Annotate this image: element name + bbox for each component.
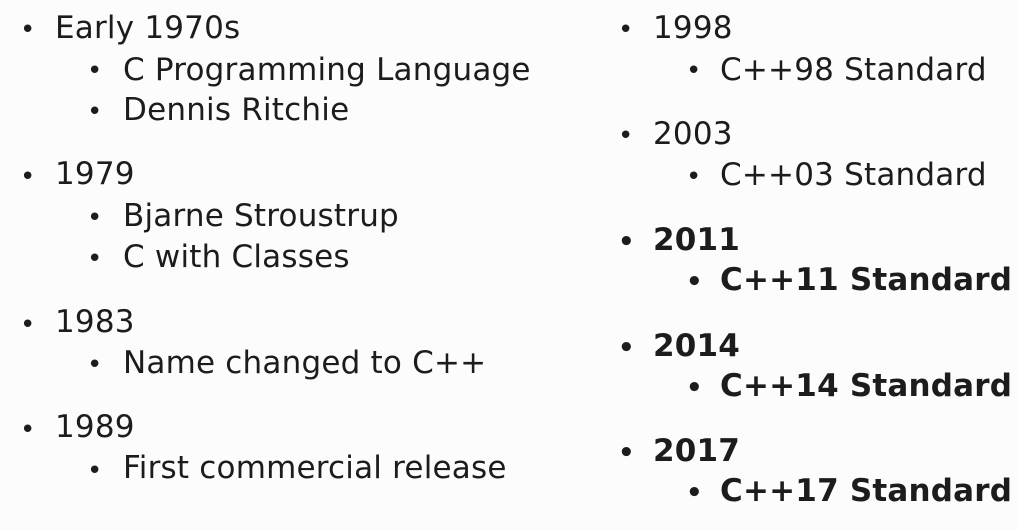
bullet-icon: • xyxy=(686,373,703,403)
bullet-icon: • xyxy=(20,310,36,340)
bullet-icon: • xyxy=(618,438,635,468)
bullet-icon: • xyxy=(87,97,103,127)
timeline-item: C++03 Standard xyxy=(720,157,987,193)
timeline-item: First commercial release xyxy=(123,450,507,486)
timeline-item: C++98 Standard xyxy=(720,52,987,88)
timeline-item: Name changed to C++ xyxy=(123,345,487,381)
bullet-icon: • xyxy=(618,227,635,257)
timeline-item: C Programming Language xyxy=(123,52,531,88)
bullet-icon: • xyxy=(20,162,36,192)
timeline-year: 1989 xyxy=(55,409,135,445)
timeline-year: Early 1970s xyxy=(55,10,241,46)
bullet-icon: • xyxy=(686,478,703,508)
bullet-icon: • xyxy=(686,56,702,86)
bullet-icon: • xyxy=(20,15,36,45)
timeline-year: 1979 xyxy=(55,156,135,192)
bullet-icon: • xyxy=(618,333,635,363)
timeline-year: 2017 xyxy=(653,433,741,469)
bullet-icon: • xyxy=(686,267,703,297)
timeline-item: Bjarne Stroustrup xyxy=(123,198,399,234)
timeline-year: 2011 xyxy=(653,222,741,258)
timeline-item: C++11 Standard xyxy=(720,262,1013,298)
bullet-icon: • xyxy=(87,350,103,380)
timeline-item: C++14 Standard xyxy=(720,368,1013,404)
bullet-icon: • xyxy=(87,456,103,486)
timeline-item: C with Classes xyxy=(123,239,350,275)
bullet-icon: • xyxy=(87,203,103,233)
bullet-icon: • xyxy=(87,244,103,274)
timeline-year: 2003 xyxy=(653,116,733,152)
bullet-icon: • xyxy=(686,162,702,192)
timeline-year: 1998 xyxy=(653,10,733,46)
bullet-icon: • xyxy=(618,15,634,45)
timeline-item: C++17 Standard xyxy=(720,473,1013,509)
bullet-icon: • xyxy=(20,415,36,445)
timeline-item: Dennis Ritchie xyxy=(123,92,350,128)
timeline-year: 2014 xyxy=(653,328,741,364)
bullet-icon: • xyxy=(87,56,103,86)
timeline-year: 1983 xyxy=(55,304,135,340)
bullet-icon: • xyxy=(618,121,634,151)
